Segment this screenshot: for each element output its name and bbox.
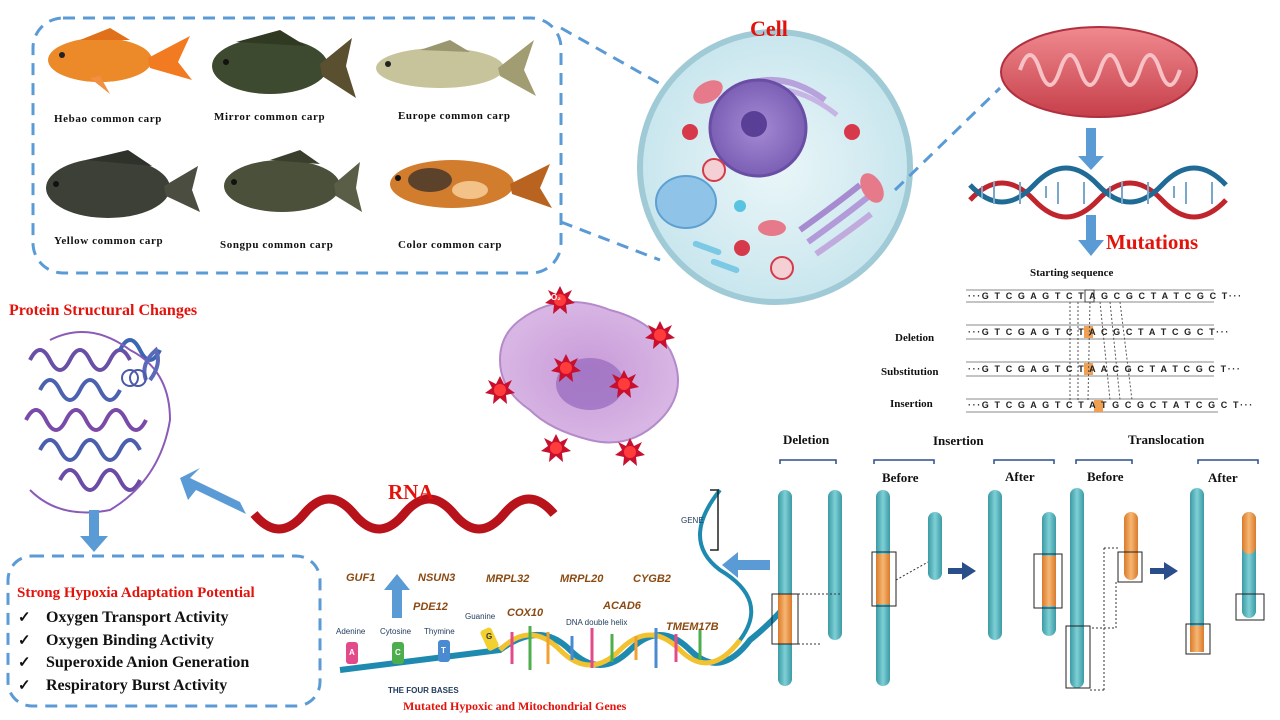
fish-color: [390, 160, 552, 208]
adaptation-item-label: Oxygen Transport Activity: [46, 609, 229, 626]
fish-europe: [376, 40, 536, 96]
base-letter-g: G: [486, 632, 493, 641]
connector-cell-mito: [893, 86, 1002, 192]
base-adenine: Adenine: [336, 627, 366, 636]
sequence-substitution: ···G T C G A G T C T A A C G C T A T C G…: [968, 364, 1242, 374]
cell-title: Cell: [750, 16, 788, 41]
adaptation-item: ✓ Oxygen Transport Activity: [18, 607, 249, 630]
fish-songpu: [224, 150, 362, 212]
rna-strand: [250, 494, 558, 534]
arrow-chromosome-gene: [722, 552, 770, 578]
label-insertion: Insertion: [890, 398, 933, 410]
label-deletion: Deletion: [895, 332, 935, 344]
adaptation-title: Strong Hypoxia Adaptation Potential: [17, 585, 255, 601]
sequence-start: ···G T C G A G T C T A G C G C T A T C G…: [968, 291, 1243, 301]
check-icon: ✓: [18, 655, 31, 671]
base-letter-c: C: [395, 648, 401, 657]
chromo-insertion-title: Insertion: [933, 433, 984, 448]
fish-label-songpu: Songpu common carp: [220, 239, 334, 251]
dna-strand-top: [968, 165, 1228, 220]
mutations-title: Mutations: [1106, 230, 1199, 254]
gene-nsun3: NSUN3: [418, 572, 456, 584]
arrow-protein-adaptation: [80, 510, 108, 552]
hypoxic-cell: [498, 301, 679, 444]
chromosome-arrows: [948, 562, 1178, 580]
rna-title: RNA: [388, 480, 434, 504]
cell-illustration: [637, 29, 913, 305]
gene-mrpl20: MRPL20: [560, 573, 604, 585]
protein-structure: [24, 331, 172, 514]
sequence-alignment-lines: [1069, 301, 1133, 401]
connector-fish-cell-bottom: [560, 220, 661, 262]
fish-label-color: Color common carp: [398, 239, 503, 251]
mitochondrion: [1000, 26, 1198, 118]
four-bases-label: THE FOUR BASES: [388, 686, 459, 695]
gene-cygb2: CYGB2: [633, 573, 671, 585]
arrow-genes-up: [384, 574, 410, 618]
o2-label: O₂: [551, 293, 561, 302]
check-icon: ✓: [18, 610, 31, 626]
adaptation-item: ✓ Oxygen Binding Activity: [18, 630, 249, 653]
adaptation-item: ✓ Respiratory Burst Activity: [18, 675, 249, 698]
starting-sequence-label: Starting sequence: [1030, 267, 1114, 279]
arrow-rna-protein: [180, 468, 246, 514]
chromosome-dotted-links: [798, 547, 1120, 691]
connector-fish-cell-top: [560, 26, 681, 97]
arrow-dna-mutations: [1078, 215, 1104, 256]
dna-helix-label: DNA double helix: [566, 618, 628, 627]
adaptation-item-label: Oxygen Binding Activity: [46, 631, 215, 649]
adaptation-item-label: Superoxide Anion Generation: [46, 654, 250, 671]
sequence-insertion: ···G T C G A G T C T A T G C G C T A T C…: [968, 400, 1254, 410]
adaptation-list: ✓ Oxygen Transport Activity ✓ Oxygen Bindi…: [18, 607, 249, 697]
sequence-deletion: ···G T C G A G T C T A C G C T A T C G C…: [968, 327, 1230, 337]
protein-title: Protein Structural Changes: [9, 302, 198, 319]
dna-helix-bottom: [339, 488, 793, 673]
fish-yellow: [46, 150, 200, 218]
chromosome-marks: [771, 551, 1265, 689]
check-icon: ✓: [18, 677, 31, 694]
adaptation-frame: [6, 554, 322, 708]
sequence-highlights: [1084, 289, 1103, 412]
fish-mirror: [212, 30, 356, 98]
fish-label-yellow: Yellow common carp: [54, 235, 164, 247]
base-letter-t: T: [441, 646, 446, 655]
fish-label-mirror: Mirror common carp: [214, 111, 326, 123]
gene-tmem17b: TMEM17B: [666, 621, 719, 633]
base-thymine: Thymine: [424, 627, 455, 636]
fish-label-hebao: Hebao common carp: [54, 113, 162, 125]
base-guanine: Guanine: [465, 612, 496, 621]
gene-label: GENE: [681, 516, 704, 525]
chromo-translocation-title: Translocation: [1128, 432, 1205, 447]
chromo-deletion-title: Deletion: [783, 432, 830, 447]
base-cytosine: Cytosine: [380, 627, 412, 636]
insertion-before-label: Before: [882, 470, 919, 485]
fish-label-europe: Europe common carp: [398, 110, 511, 122]
translocation-after-label: After: [1208, 470, 1238, 485]
sequence-lines: [966, 289, 1218, 413]
insertion-after-label: After: [1005, 469, 1035, 484]
gene-acad6: ACAD6: [603, 600, 641, 612]
chromosome-brackets: [779, 459, 1259, 464]
translocation-before-label: Before: [1087, 469, 1124, 484]
gene-pde12: PDE12: [413, 601, 448, 613]
base-letter-a: A: [349, 648, 355, 657]
gene-mrpl32: MRPL32: [486, 573, 530, 585]
adaptation-item-label: Respiratory Burst Activity: [46, 676, 228, 694]
fish-panel-frame: [31, 16, 563, 275]
dna-caption: Mutated Hypoxic and Mitochondrial Genes: [403, 699, 627, 713]
check-icon: ✓: [18, 632, 31, 649]
chromosomes: [778, 488, 1256, 688]
adaptation-item: ✓ Superoxide Anion Generation: [18, 652, 249, 675]
fish-hebao: [48, 28, 192, 94]
base-pegs: [346, 627, 499, 664]
gene-cox10: COX10: [507, 607, 544, 619]
label-substitution: Substitution: [881, 366, 939, 378]
arrow-mito-dna: [1078, 128, 1104, 170]
gene-guf1: GUF1: [346, 572, 376, 584]
